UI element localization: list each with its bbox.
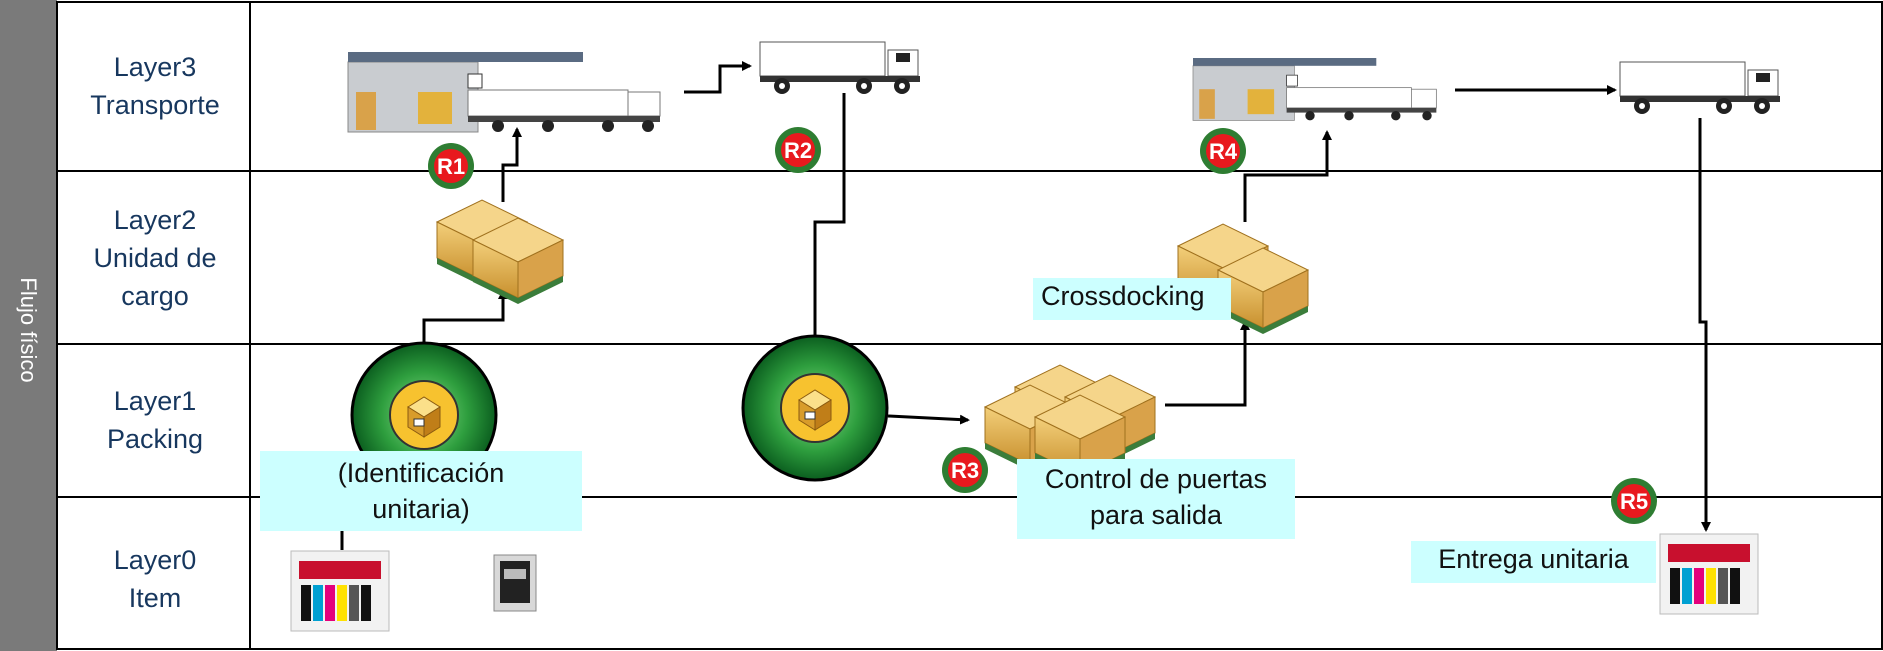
badge-r5: R5 <box>1611 478 1657 524</box>
ink-cartridge-icon <box>290 550 390 632</box>
grid <box>56 1 1883 650</box>
arrow-truck-to-truck <box>684 61 752 94</box>
svg-text:R4: R4 <box>1209 139 1238 164</box>
arrow-truck-to-item <box>1698 118 1711 532</box>
svg-text:R5: R5 <box>1620 489 1648 514</box>
lane-label-layer0: Layer0 Item <box>113 545 197 613</box>
flow-arrows <box>340 61 1711 550</box>
warehouse-truck-icon <box>1192 57 1437 121</box>
lane-label-layer2: Layer2 Unidad de cargo <box>93 205 217 311</box>
truck-icon <box>1619 61 1781 115</box>
badge-r3: R3 <box>942 447 988 493</box>
note-door-control: Control de puertas para salida <box>1017 459 1295 539</box>
badge-r2: R2 <box>775 127 821 173</box>
note-crossdocking: Crossdocking <box>1033 278 1231 320</box>
svg-text:R2: R2 <box>784 138 812 163</box>
lane-label-layer3: Layer3 Transporte <box>90 52 220 120</box>
arrow-cargo-to-truck-2 <box>1243 130 1332 222</box>
arrow-packing-to-pallet <box>887 414 970 425</box>
arrow-cargo-to-truck <box>501 127 522 202</box>
arrow-packing-to-cargo <box>422 289 508 355</box>
truck-icon <box>759 41 921 95</box>
note-unit-delivery: Entrega unitaria <box>1411 541 1656 583</box>
packing-icon <box>741 334 889 482</box>
lane-label-layer1: Layer1 Packing <box>106 386 204 454</box>
warehouse-truck-icon <box>347 51 661 133</box>
arrow-pallet-to-cargo <box>1165 320 1250 407</box>
ink-cartridge-icon <box>1659 533 1759 615</box>
barcode-reader-icon <box>493 554 537 612</box>
arrow-truck-to-packing <box>810 93 846 354</box>
pallet-boxes-icon <box>436 199 564 305</box>
badge-r1: R1 <box>428 143 474 189</box>
note-identification: (Identificación unitaria) <box>260 451 582 531</box>
svg-text:R3: R3 <box>951 458 979 483</box>
svg-text:R1: R1 <box>437 154 465 179</box>
badge-r4: R4 <box>1200 128 1246 174</box>
side-bar: Flujo físico <box>0 0 57 651</box>
